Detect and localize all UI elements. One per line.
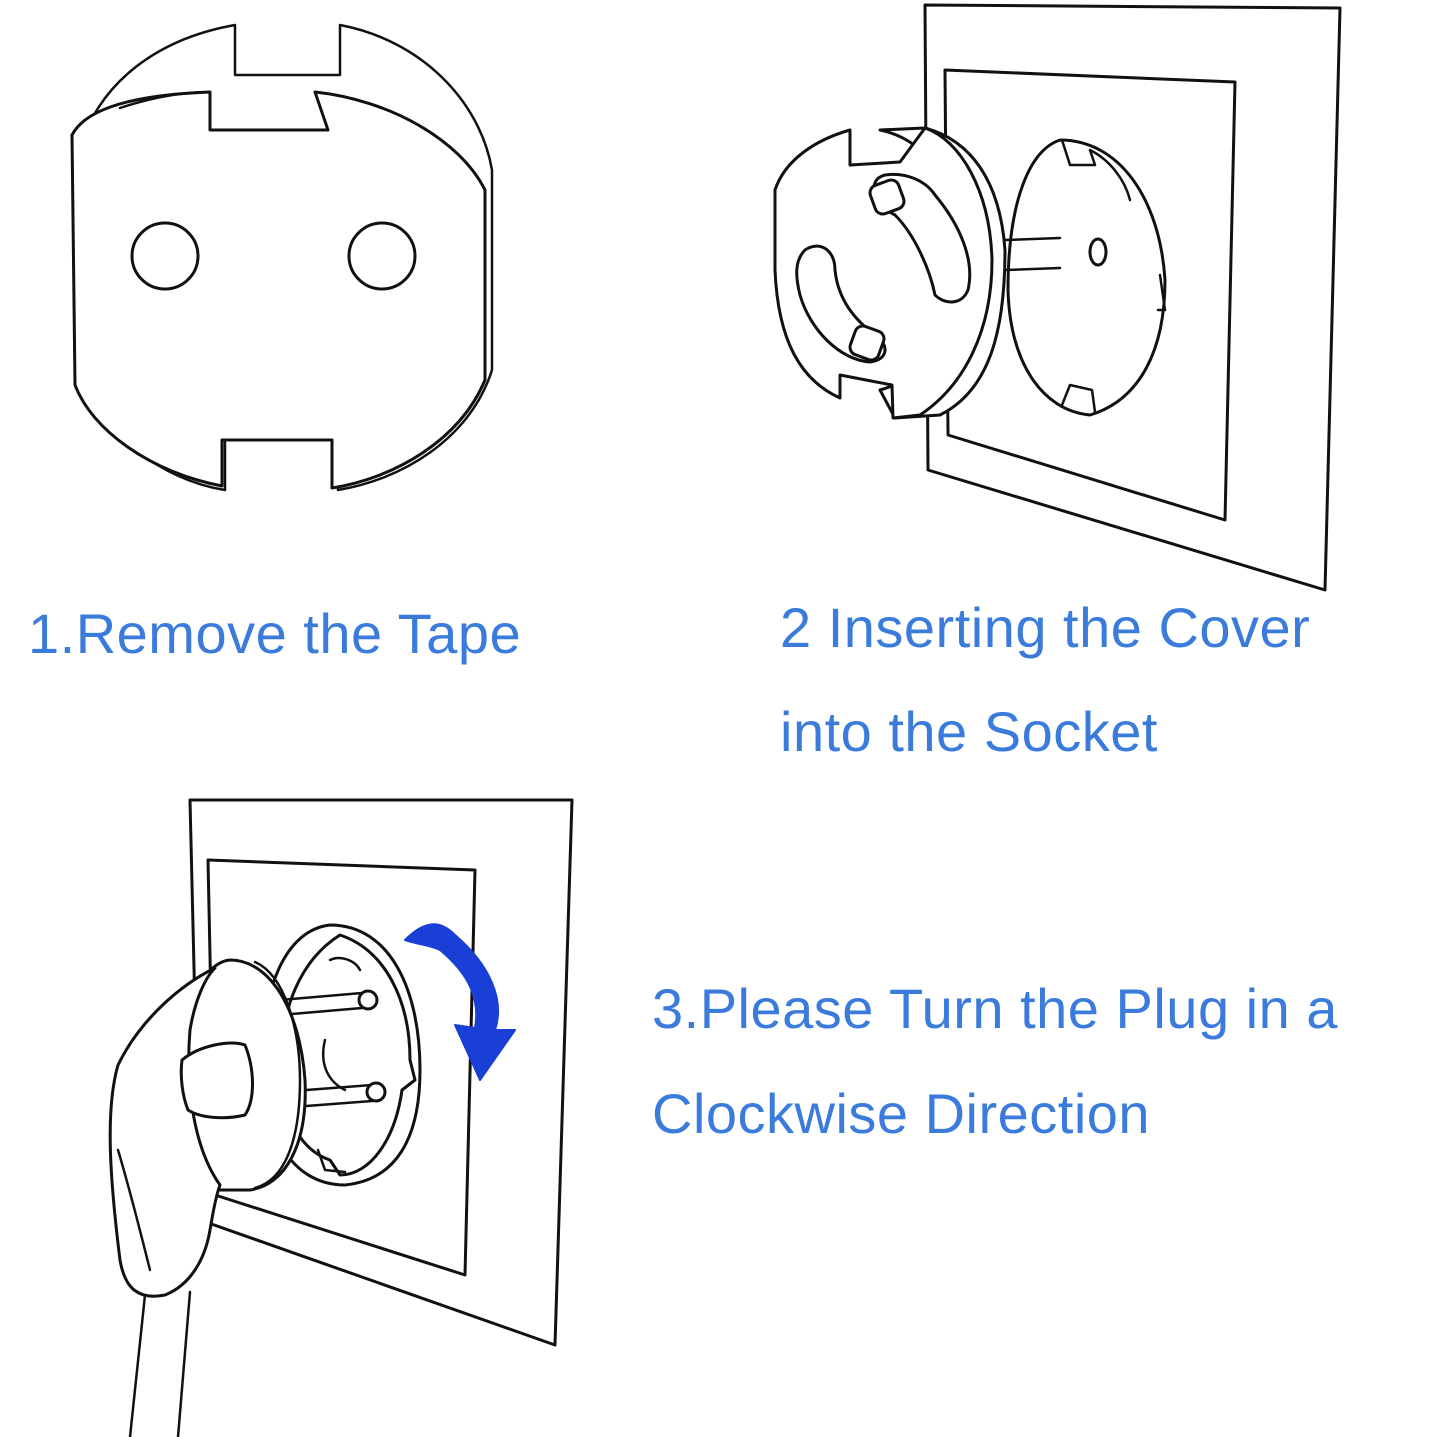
step-3-label-line2: Clockwise Direction: [652, 1082, 1151, 1145]
step-2-label-line1: 2 Inserting the Cover: [780, 596, 1311, 659]
step-1-label: 1.Remove the Tape: [28, 602, 522, 665]
clockwise-arrow-icon: [404, 923, 516, 1081]
step-3-label-line1: 3.Please Turn the Plug in a: [652, 977, 1338, 1040]
inserting-cover-illustration: [773, 3, 1342, 592]
plug-rotation-illustration: [108, 798, 574, 1437]
step-2-label-line2: into the Socket: [780, 700, 1158, 763]
socket-cover-icon: [70, 23, 494, 492]
